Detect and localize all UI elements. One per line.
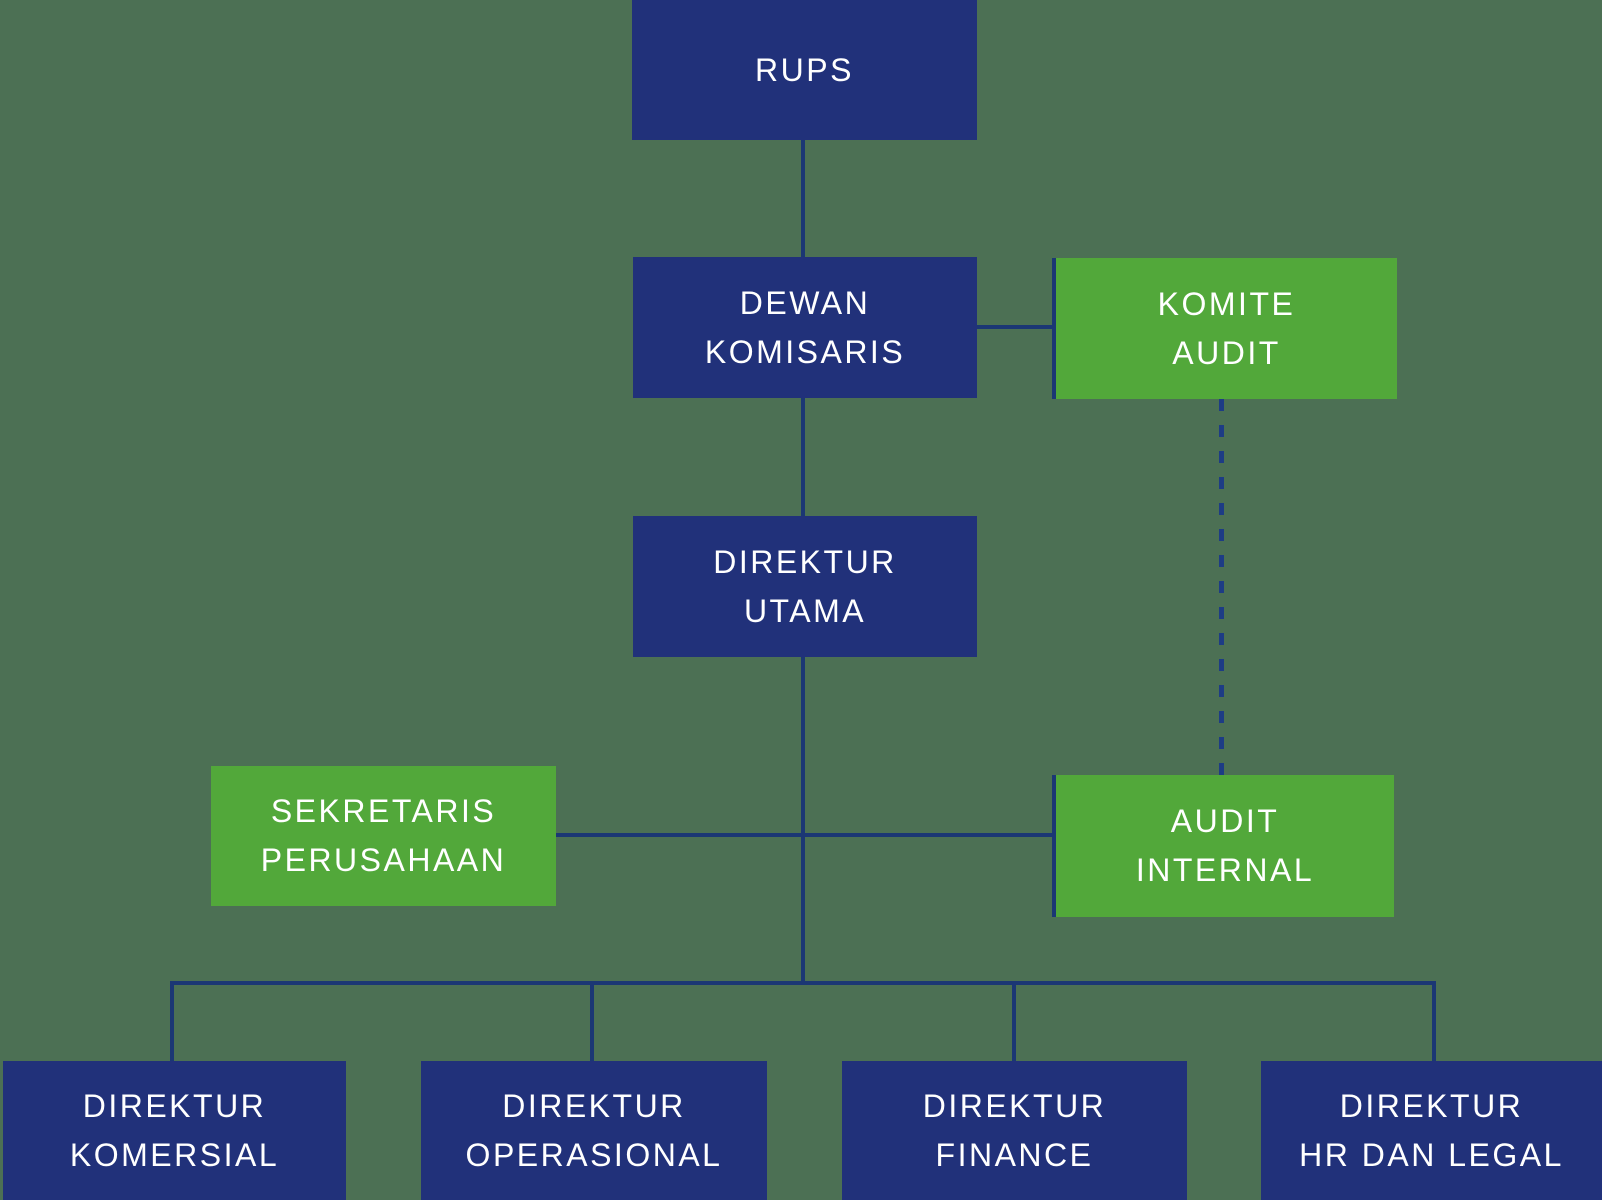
- node-direktur-finance-label-line1: DIREKTUR: [922, 1087, 1107, 1124]
- node-rups-label-line1: RUPS: [755, 51, 854, 88]
- node-dewan-komisaris: DEWAN KOMISARIS: [633, 257, 977, 398]
- connector-sekretaris-audit-internal-cross: [556, 833, 1052, 837]
- node-audit-internal: AUDIT INTERNAL: [1052, 775, 1394, 917]
- connector-rups-to-dewan: [801, 140, 805, 257]
- node-sekretaris-perusahaan: SEKRETARIS PERUSAHAAN: [211, 766, 556, 906]
- connector-dewan-to-direktur-utama: [801, 398, 805, 516]
- node-direktur-finance: DIREKTUR FINANCE: [842, 1061, 1187, 1200]
- dashed-connector-komite-audit-to-audit-internal: [1219, 399, 1224, 775]
- node-direktur-komersial: DIREKTUR KOMERSIAL: [3, 1061, 346, 1200]
- connector-drop-hr-dan-legal: [1432, 981, 1436, 1061]
- connector-bottom-branch-line: [170, 981, 1436, 985]
- connector-drop-komersial: [170, 981, 174, 1061]
- connector-direktur-utama-trunk: [801, 657, 805, 983]
- node-direktur-hr-dan-legal-label-line1: DIREKTUR: [1339, 1087, 1524, 1124]
- connector-drop-finance: [1012, 981, 1016, 1061]
- node-komite-audit-label-line1: KOMITE: [1157, 285, 1296, 322]
- node-direktur-finance-label-line2: FINANCE: [935, 1136, 1094, 1173]
- node-direktur-operasional-label-line1: DIREKTUR: [502, 1087, 686, 1124]
- node-direktur-komersial-label-line2: KOMERSIAL: [69, 1136, 280, 1173]
- connector-drop-operasional: [590, 981, 594, 1061]
- node-dewan-komisaris-label-line2: KOMISARIS: [704, 333, 906, 370]
- connector-dewan-to-komite-audit: [976, 325, 1054, 329]
- node-sekretaris-perusahaan-label-line2: PERUSAHAAN: [260, 842, 507, 878]
- node-audit-internal-label-line2: INTERNAL: [1135, 852, 1315, 888]
- node-dewan-komisaris-label-line1: DEWAN: [739, 284, 871, 321]
- node-komite-audit: KOMITE AUDIT: [1052, 258, 1397, 399]
- node-direktur-utama-label-line2: UTAMA: [743, 592, 867, 629]
- node-direktur-hr-dan-legal: DIREKTUR HR DAN LEGAL: [1261, 1061, 1602, 1200]
- node-sekretaris-perusahaan-label-line1: SEKRETARIS: [270, 793, 497, 829]
- node-direktur-utama-label-line1: DIREKTUR: [713, 543, 897, 580]
- node-direktur-operasional: DIREKTUR OPERASIONAL: [421, 1061, 767, 1200]
- node-direktur-komersial-label-line1: DIREKTUR: [82, 1087, 267, 1124]
- node-direktur-operasional-label-line2: OPERASIONAL: [465, 1136, 723, 1173]
- node-audit-internal-label-line1: AUDIT: [1170, 803, 1280, 839]
- node-direktur-hr-dan-legal-label-line2: HR DAN LEGAL: [1299, 1136, 1564, 1173]
- node-direktur-utama: DIREKTUR UTAMA: [633, 516, 977, 657]
- node-rups: RUPS: [632, 0, 977, 140]
- node-komite-audit-label-line2: AUDIT: [1172, 334, 1281, 371]
